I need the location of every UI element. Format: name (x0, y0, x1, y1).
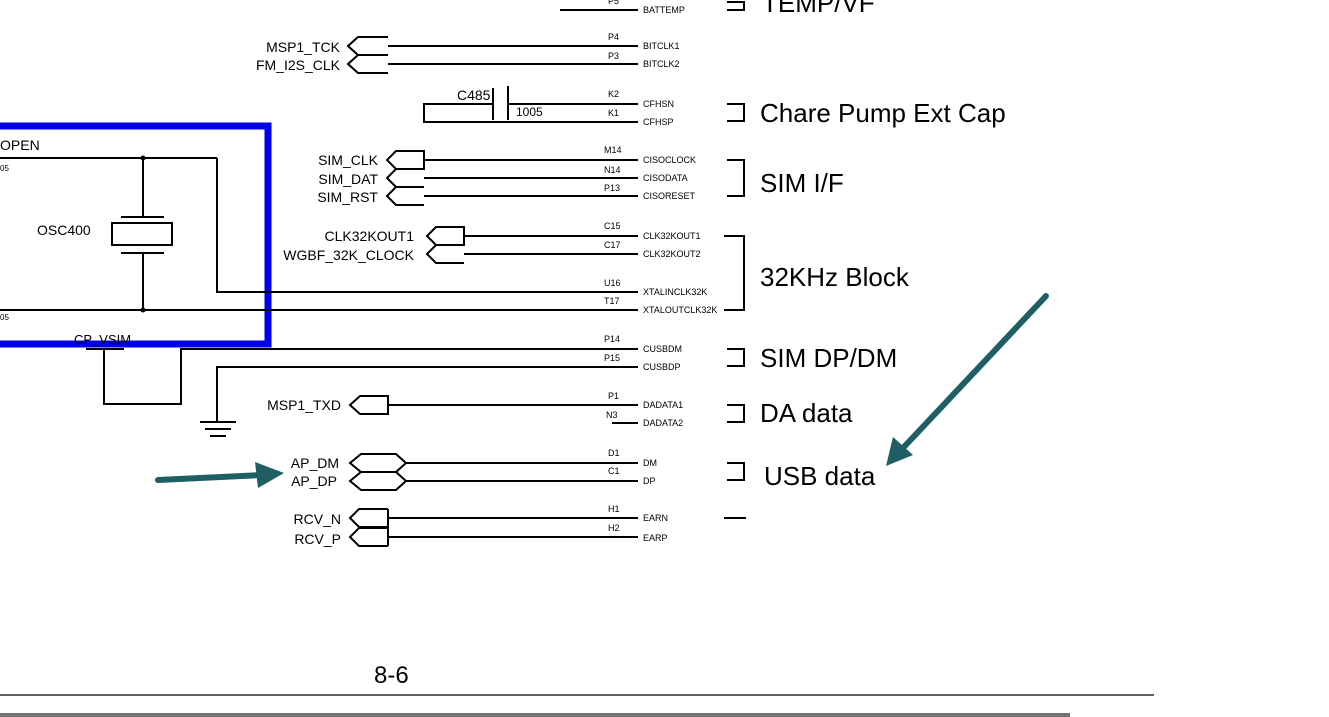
signal-label: DP (643, 476, 656, 486)
block-label-sim-dpdm: SIM DP/DM (760, 343, 897, 373)
pin-label: T17 (604, 296, 620, 306)
signal-label: BITCLK1 (643, 41, 680, 51)
pin-label: C17 (604, 240, 621, 250)
signal-label: CISOCLOCK (643, 155, 696, 165)
signal-label: DADATA2 (643, 418, 683, 428)
signal-label: EARP (643, 533, 668, 543)
pin-label: P1 (608, 391, 619, 401)
block-label-32khz: 32KHz Block (760, 262, 910, 292)
signal-label: CFHSP (643, 117, 674, 127)
pin-label: P13 (604, 183, 620, 193)
signal-label: CUSBDM (643, 344, 682, 354)
arrow-left-head-icon (255, 462, 284, 488)
net-label: MSP1_TXD (267, 397, 341, 413)
pin-label: U16 (604, 278, 621, 288)
block-label-usb-data: USB data (764, 461, 876, 491)
net-label: AP_DM (291, 455, 339, 471)
charge-pump-cap: C485 1005 K2 K1 CFHSN CFHSP Chare Pump E… (423, 86, 1006, 128)
signal-label: DM (643, 458, 657, 468)
page-number: 8-6 (374, 662, 409, 689)
oscillator-block: OPEN 05 05 OSC400 CP_VSIM (0, 122, 638, 405)
pin-label: P14 (604, 334, 620, 344)
port-connector (425, 244, 464, 264)
port-connector (346, 36, 388, 56)
arrow-left-icon (155, 472, 265, 483)
usb-data-rows: AP_DM AP_DP D1 C1 DM DP USB data (291, 448, 876, 491)
pin-label: M14 (604, 145, 622, 155)
signal-label: EARN (643, 513, 668, 523)
net-label: WGBF_32K_CLOCK (283, 247, 414, 263)
port-connector (385, 168, 424, 188)
pin-label: H1 (608, 504, 620, 514)
da-data-rows: MSP1_TXD P1 N3 DADATA1 DADATA2 DA data (267, 391, 853, 428)
signal-label: CLK32KOUT2 (643, 249, 701, 259)
power-label: CP_VSIM (74, 332, 131, 347)
net-label: SIM_DAT (318, 171, 378, 187)
pin-label: K1 (608, 108, 619, 118)
battemp-row: P5 BATTEMP TEMP/VF (560, 0, 875, 18)
left-tag: 05 (0, 164, 9, 173)
next-page-text-fragment (0, 713, 1070, 717)
receiver-rows: RCV_N RCV_P H1 H2 EARN EARP (294, 504, 746, 547)
pin-label: P3 (608, 51, 619, 61)
signal-label: XTALOUTCLK32K (643, 305, 717, 315)
open-label: OPEN (0, 137, 40, 153)
pin-label: N3 (606, 410, 618, 420)
port-connector (348, 471, 408, 491)
block-label-temp: TEMP/VF (762, 0, 875, 18)
oscillator-ref: OSC400 (37, 222, 91, 238)
pin-label: K2 (608, 89, 619, 99)
capacitor-size: 1005 (516, 105, 543, 119)
port-connector (348, 527, 388, 547)
highlight-box (0, 122, 272, 348)
net-label: MSP1_TCK (266, 39, 341, 55)
block-label-da-data: DA data (760, 398, 853, 428)
signal-label: CISORESET (643, 191, 696, 201)
net-label: RCV_N (294, 511, 341, 527)
block-label-charge-pump: Chare Pump Ext Cap (760, 98, 1006, 128)
annotation-arrows (155, 293, 1049, 488)
signal-label: CUSBDP (643, 362, 681, 372)
clk32-block-rows: CLK32KOUT1 WGBF_32K_CLOCK C15 C17 U16 T1… (283, 221, 910, 315)
signal-label: CLK32KOUT1 (643, 231, 701, 241)
pin-label: P15 (604, 353, 620, 363)
port-connector (348, 395, 389, 415)
sim-usb-rows: P14 P15 CUSBDM CUSBDP SIM DP/DM (180, 334, 897, 437)
port-connector (425, 226, 465, 246)
pin-label: P4 (608, 32, 619, 42)
net-label: AP_DP (291, 473, 337, 489)
net-label: SIM_RST (317, 189, 378, 205)
signal-label: DADATA1 (643, 400, 683, 410)
net-label: SIM_CLK (318, 152, 379, 168)
pin-label: D1 (608, 448, 620, 458)
signal-label: CFHSN (643, 99, 674, 109)
port-connector (385, 186, 424, 206)
pin-label: C15 (604, 221, 621, 231)
signal-label: CISODATA (643, 173, 688, 183)
signal-label: XTALINCLK32K (643, 287, 707, 297)
net-label: FM_I2S_CLK (256, 57, 341, 73)
left-tag: 05 (0, 313, 9, 322)
signal-label: BATTEMP (643, 5, 685, 15)
pin-label: N14 (604, 165, 621, 175)
net-label: CLK32KOUT1 (325, 228, 415, 244)
port-connector (346, 54, 388, 74)
port-connector (348, 453, 408, 473)
port-connector (348, 508, 388, 528)
pin-label: P5 (608, 0, 619, 6)
block-label-sim-if: SIM I/F (760, 168, 844, 198)
capacitor-ref: C485 (457, 87, 491, 103)
net-label: RCV_P (294, 531, 341, 547)
pin-label: C1 (608, 466, 620, 476)
port-connector (385, 150, 425, 170)
arrow-right-icon (900, 293, 1049, 451)
bitclk-rows: MSP1_TCK FM_I2S_CLK P4 P3 BITCLK1 BITCLK… (256, 32, 680, 74)
signal-label: BITCLK2 (643, 59, 680, 69)
pin-label: H2 (608, 523, 620, 533)
sim-interface-rows: SIM_CLK SIM_DAT SIM_RST M14 N14 P13 CISO… (317, 145, 844, 206)
arrow-right-head-icon (886, 437, 913, 466)
